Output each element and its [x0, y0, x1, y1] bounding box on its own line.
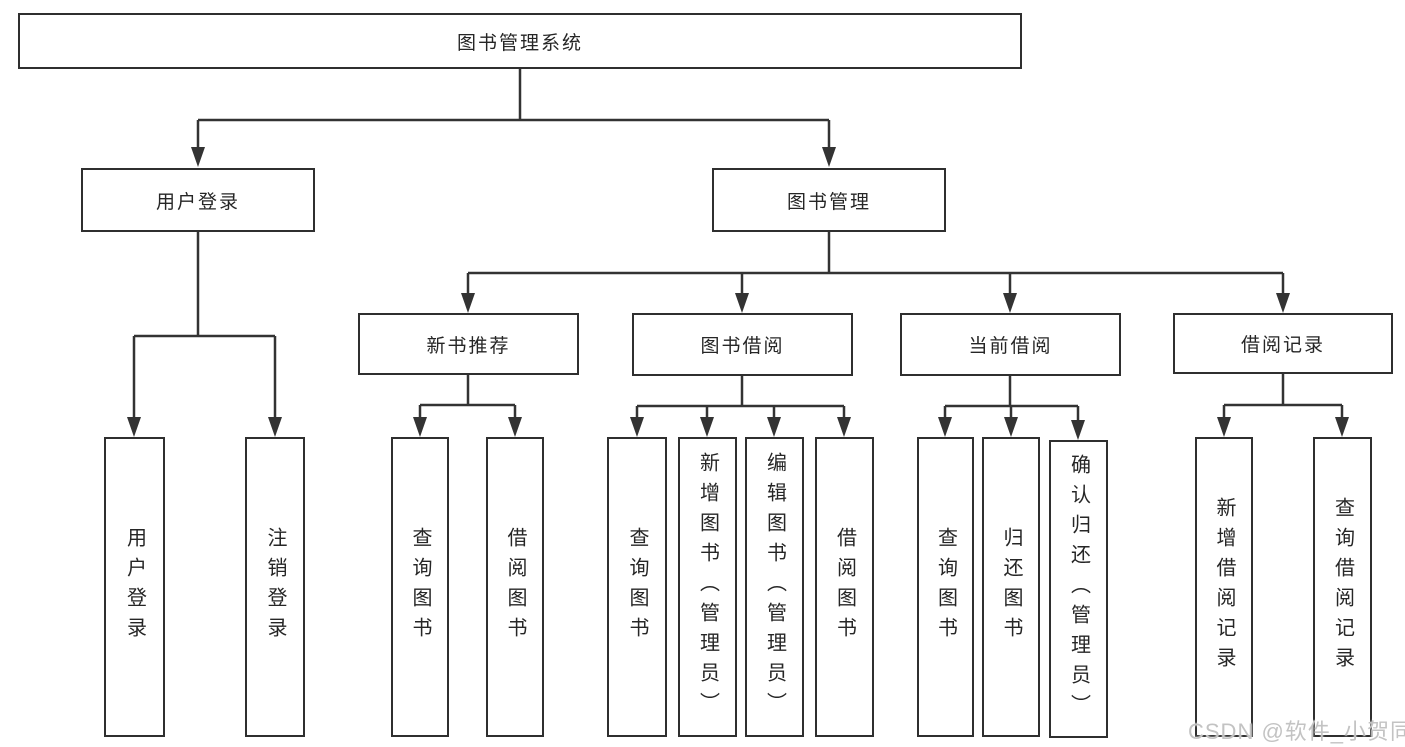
- leaf-add-book-admin-label: 新增图书（管理员）: [696, 452, 719, 722]
- leaf-logout-label: 注销登录: [264, 527, 286, 647]
- connector-book-borrow: [635, 376, 846, 421]
- leaf-add-borrow-record-label: 新增借阅记录: [1213, 497, 1235, 677]
- leaf-borrow-books-recommend: 借阅图书: [486, 437, 544, 737]
- connector-current-borrow: [943, 376, 1080, 424]
- leaf-logout: 注销登录: [245, 437, 305, 737]
- connector-root: [196, 69, 831, 151]
- node-user-login-label: 用户登录: [155, 191, 240, 213]
- leaf-query-books-recommend: 查询图书: [391, 437, 449, 737]
- connector-user-login: [132, 232, 277, 421]
- leaf-edit-book-admin-label: 编辑图书（管理员）: [763, 452, 786, 722]
- watermark: CSDN @软件_小贺同学: [1188, 719, 1405, 744]
- leaf-borrow-books-label: 借阅图书: [833, 527, 856, 647]
- leaf-borrow-books: 借阅图书: [815, 437, 874, 737]
- leaf-return-book: 归还图书: [982, 437, 1040, 737]
- leaf-confirm-return-admin-label: 确认归还（管理员）: [1067, 454, 1090, 724]
- leaf-add-book-admin: 新增图书（管理员）: [678, 437, 737, 737]
- leaf-user-login: 用户登录: [104, 437, 165, 737]
- leaf-borrow-books-recommend-label: 借阅图书: [504, 527, 526, 647]
- leaf-edit-book-admin: 编辑图书（管理员）: [745, 437, 804, 737]
- node-borrow-records-label: 借阅记录: [1240, 335, 1325, 356]
- leaf-query-books-borrow-label: 查询图书: [626, 527, 648, 647]
- node-new-book-recommend: 新书推荐: [358, 313, 579, 375]
- leaf-add-borrow-record: 新增借阅记录: [1195, 437, 1253, 737]
- leaf-user-login-label: 用户登录: [123, 527, 146, 647]
- leaf-query-borrow-record-label: 查询借阅记录: [1331, 497, 1354, 677]
- leaf-query-books-current: 查询图书: [917, 437, 974, 737]
- arrowheads: [127, 147, 1349, 440]
- leaf-query-books-current-label: 查询图书: [934, 527, 957, 647]
- leaf-query-books-recommend-label: 查询图书: [409, 527, 431, 647]
- node-book-borrow-label: 图书借阅: [700, 336, 785, 357]
- node-new-book-recommend-label: 新书推荐: [426, 335, 511, 357]
- connector-borrow-records: [1222, 374, 1344, 421]
- node-current-borrow: 当前借阅: [900, 313, 1121, 376]
- node-root-label: 图书管理系统: [456, 32, 583, 54]
- connector-new-book: [418, 374, 517, 421]
- node-book-borrow: 图书借阅: [632, 313, 853, 376]
- node-user-login: 用户登录: [81, 168, 315, 232]
- node-root: 图书管理系统: [18, 13, 1022, 69]
- node-book-management: 图书管理: [712, 168, 946, 232]
- node-book-management-label: 图书管理: [786, 191, 871, 213]
- node-current-borrow-label: 当前借阅: [968, 336, 1053, 357]
- leaf-query-books-borrow: 查询图书: [607, 437, 667, 737]
- node-borrow-records: 借阅记录: [1173, 313, 1393, 374]
- connector-book-management: [466, 232, 1285, 297]
- leaf-return-book-label: 归还图书: [1000, 527, 1022, 647]
- leaf-confirm-return-admin: 确认归还（管理员）: [1049, 440, 1108, 738]
- leaf-query-borrow-record: 查询借阅记录: [1313, 437, 1372, 737]
